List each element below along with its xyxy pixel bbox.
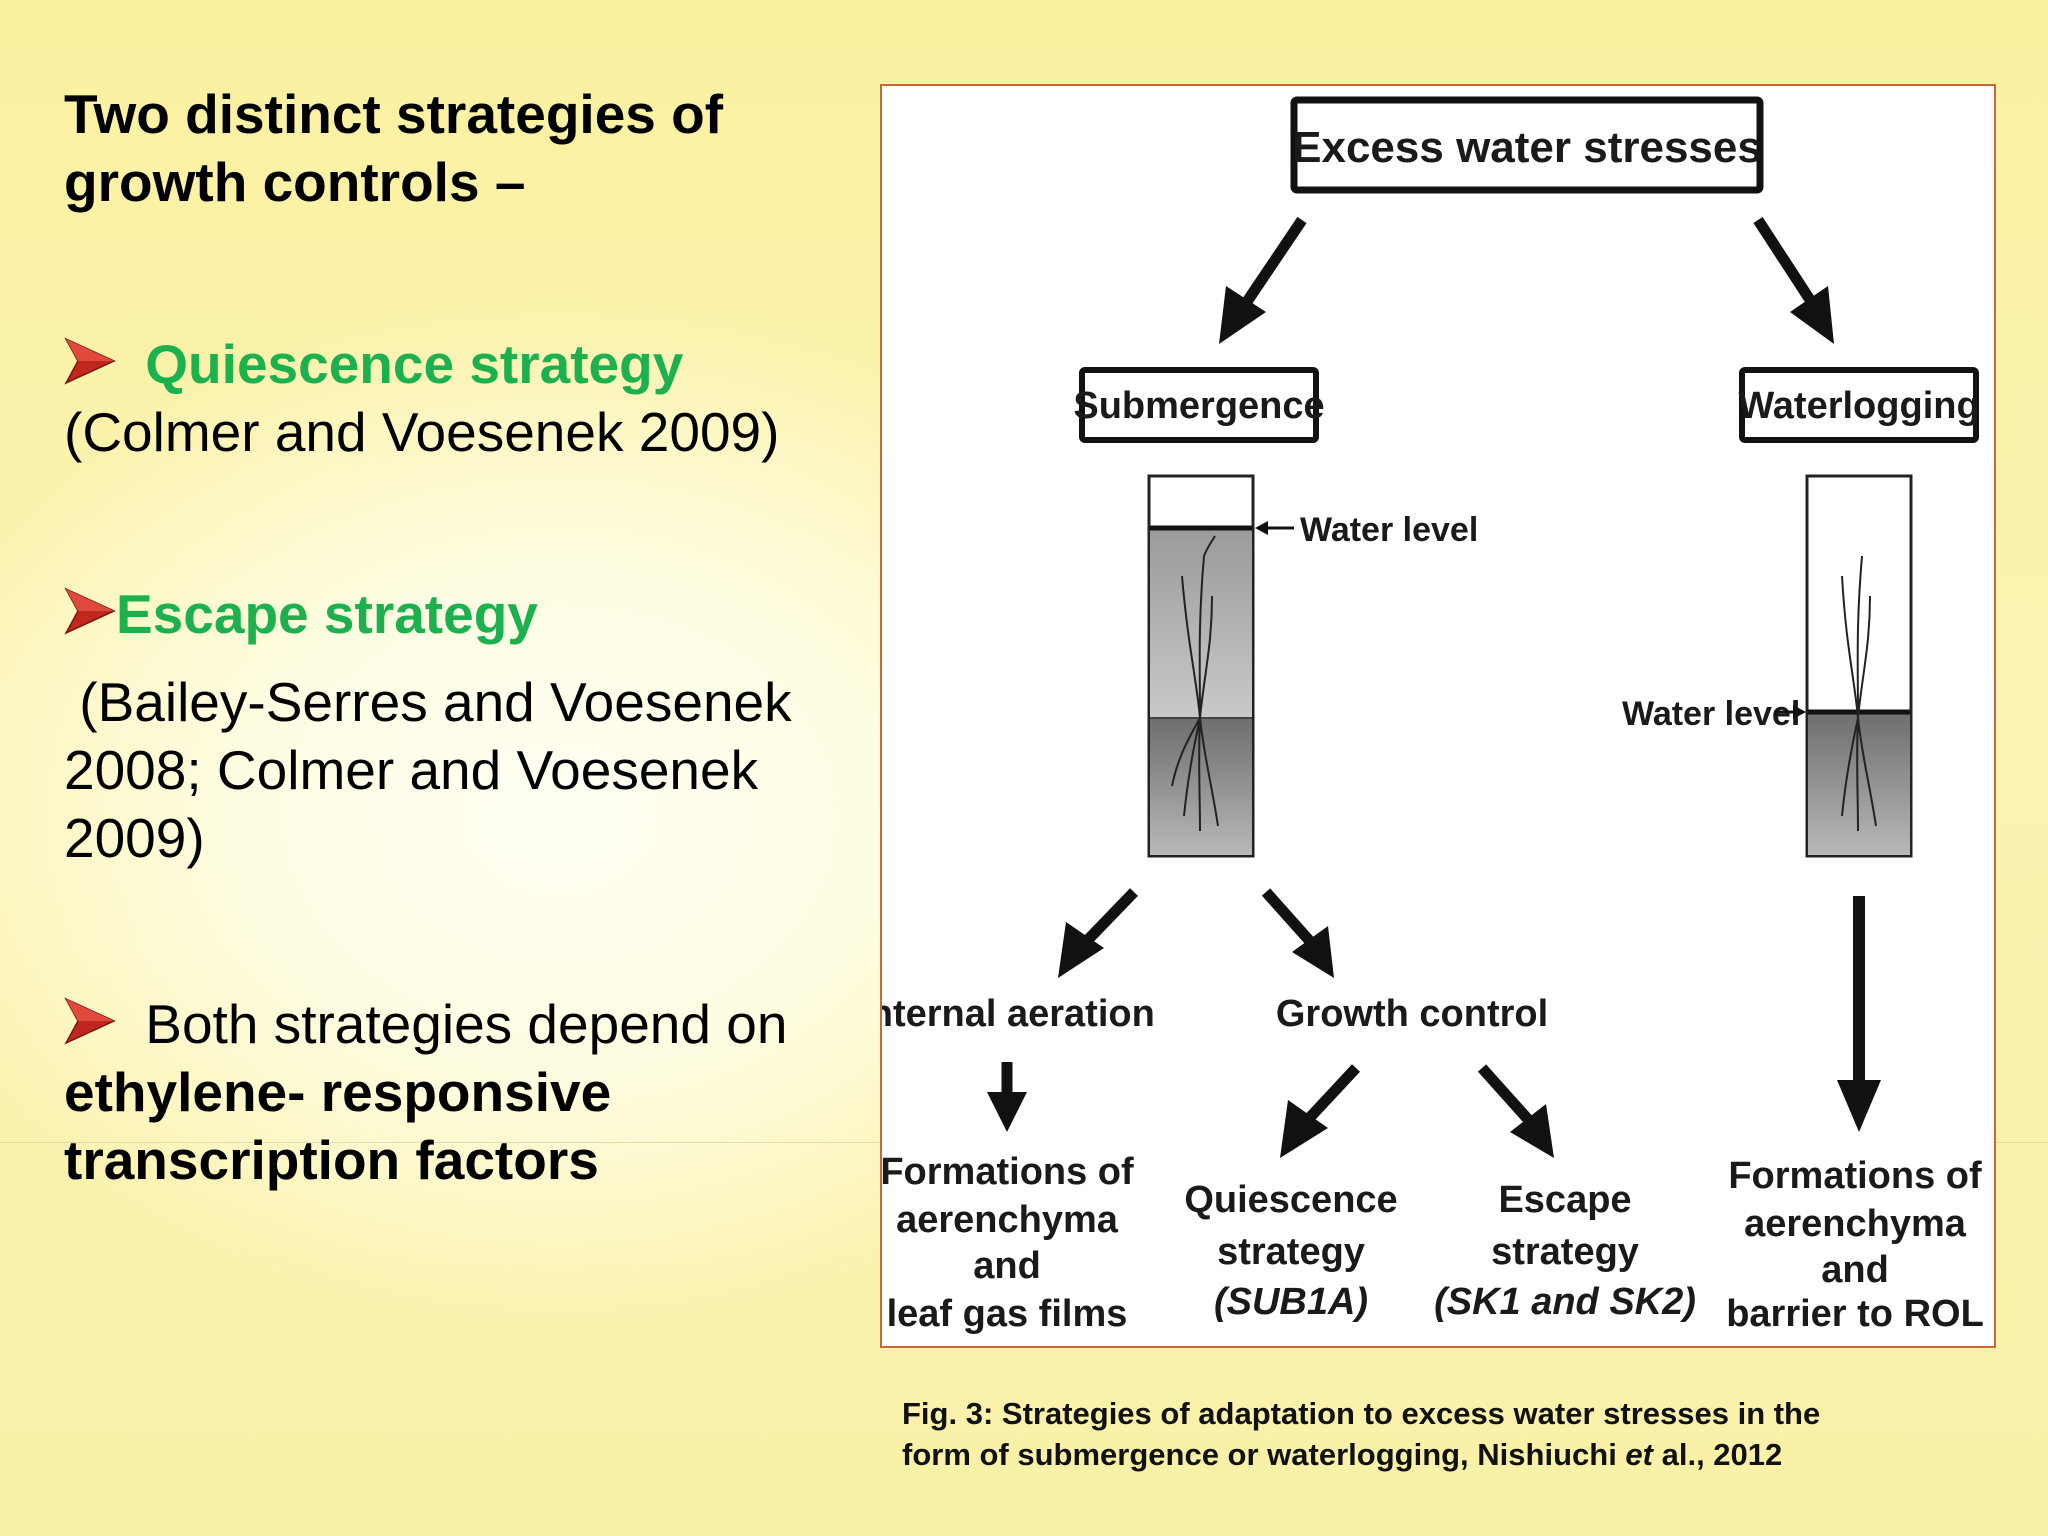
bullet-both: Both strategies depend on ethylene- resp… bbox=[64, 990, 787, 1194]
escape-ref-line-2: 2008; Colmer and Voesenek bbox=[64, 739, 759, 801]
flow-diagram: Excess water stresses Submergence Waterl… bbox=[882, 96, 1984, 1335]
internal-aeration-label: Internal aeration bbox=[882, 993, 1155, 1035]
caption-line-2-b: al., 2012 bbox=[1653, 1437, 1783, 1472]
root-label: Excess water stresses bbox=[1292, 123, 1762, 172]
heading-line-1: Two distinct strategies of bbox=[64, 83, 724, 145]
bullet-escape: Escape strategy (Bailey-Serres and Voese… bbox=[64, 580, 792, 872]
waterlogging-container bbox=[1805, 474, 1913, 858]
escape-ref-line-3: 2009) bbox=[64, 807, 205, 869]
leaf-left-line-3: and bbox=[973, 1245, 1041, 1287]
arrow-root-right bbox=[1753, 216, 1834, 344]
water-level-left: Water level bbox=[1255, 511, 1478, 549]
leaf-aerenchyma-leaf-gas: Formations of aerenchyma and leaf gas fi… bbox=[882, 1151, 1134, 1335]
waterlogging-node: Waterlogging bbox=[1738, 367, 1980, 443]
both-bold-line-1: ethylene- responsive bbox=[64, 1061, 612, 1123]
caption-line-2-a: form of submergence or waterlogging, Nis… bbox=[902, 1437, 1626, 1472]
water-level-left-label: Water level bbox=[1300, 511, 1478, 549]
water-level-right: Water level bbox=[1622, 695, 1806, 733]
escape-ref: (Bailey-Serres and Voesenek 2008; Colmer… bbox=[64, 668, 792, 872]
leaf-left-line-2: aerenchyma bbox=[896, 1199, 1119, 1241]
arrow-to-escape bbox=[1477, 1064, 1554, 1158]
arrow-to-internal-aeration bbox=[1058, 888, 1138, 978]
quiescence-title: Quiescence strategy bbox=[145, 333, 684, 395]
submergence-label: Submergence bbox=[1073, 385, 1324, 427]
bullet-arrow-icon bbox=[64, 587, 116, 635]
arrow-root-left bbox=[1219, 216, 1307, 344]
both-text: Both strategies depend on bbox=[145, 993, 788, 1055]
both-bold-line-2: transcription factors bbox=[64, 1129, 599, 1191]
figure-panel: Excess water stresses Submergence Waterl… bbox=[880, 84, 1996, 1348]
escape-ref-line-1: (Bailey-Serres and Voesenek bbox=[64, 671, 792, 733]
bullet-arrow-icon bbox=[64, 337, 116, 385]
water-level-right-label: Water level bbox=[1622, 695, 1800, 733]
arrow-to-growth-control bbox=[1261, 888, 1334, 978]
leaf-escape: Escape strategy (SK1 and SK2) bbox=[1434, 1179, 1696, 1323]
arrow-to-quiescence bbox=[1280, 1064, 1361, 1158]
arrow-to-aerenchyma-left bbox=[987, 1062, 1027, 1132]
escape-title: Escape strategy bbox=[116, 583, 538, 645]
leaf-quiescence-line-3: (SUB1A) bbox=[1214, 1281, 1368, 1323]
leaf-escape-line-1: Escape bbox=[1498, 1179, 1631, 1221]
leaf-escape-line-3: (SK1 and SK2) bbox=[1434, 1281, 1696, 1323]
quiescence-ref: (Colmer and Voesenek 2009) bbox=[64, 401, 780, 463]
figure-caption: Fig. 3: Strategies of adaptation to exce… bbox=[902, 1393, 2022, 1475]
leaf-quiescence-line-2: strategy bbox=[1217, 1231, 1365, 1273]
heading-line-2: growth controls – bbox=[64, 151, 526, 213]
caption-italic: et bbox=[1625, 1437, 1653, 1472]
bullet-arrow-icon bbox=[64, 997, 116, 1045]
slide-heading: Two distinct strategies of growth contro… bbox=[64, 80, 864, 216]
leaf-aerenchyma-rol: Formations of aerenchyma and barrier to … bbox=[1726, 1155, 1984, 1335]
leaf-escape-line-2: strategy bbox=[1491, 1231, 1639, 1273]
leaf-left-line-4: leaf gas films bbox=[887, 1293, 1128, 1335]
plant-icon bbox=[1171, 535, 1219, 832]
submergence-node: Submergence bbox=[1073, 367, 1325, 443]
bullet-quiescence: Quiescence strategy (Colmer and Voesenek… bbox=[64, 330, 779, 466]
leaf-right-line-3: and bbox=[1821, 1249, 1889, 1291]
arrow-to-aerenchyma-right bbox=[1837, 896, 1881, 1132]
submergence-container bbox=[1147, 474, 1255, 858]
waterlogging-label: Waterlogging bbox=[1738, 385, 1979, 427]
leaf-right-line-2: aerenchyma bbox=[1744, 1203, 1967, 1245]
leaf-quiescence-line-1: Quiescence bbox=[1184, 1179, 1397, 1221]
growth-control-label: Growth control bbox=[1276, 993, 1548, 1035]
leaf-left-line-1: Formations of bbox=[882, 1151, 1134, 1193]
text-column: Two distinct strategies of growth contro… bbox=[64, 80, 864, 1191]
root-node: Excess water stresses bbox=[1290, 96, 1764, 194]
plant-icon bbox=[1841, 555, 1877, 832]
caption-line-1: Fig. 3: Strategies of adaptation to exce… bbox=[902, 1396, 1821, 1431]
leaf-right-line-1: Formations of bbox=[1728, 1155, 1982, 1197]
leaf-right-line-4: barrier to ROL bbox=[1726, 1293, 1984, 1335]
leaf-quiescence: Quiescence strategy (SUB1A) bbox=[1184, 1179, 1397, 1323]
